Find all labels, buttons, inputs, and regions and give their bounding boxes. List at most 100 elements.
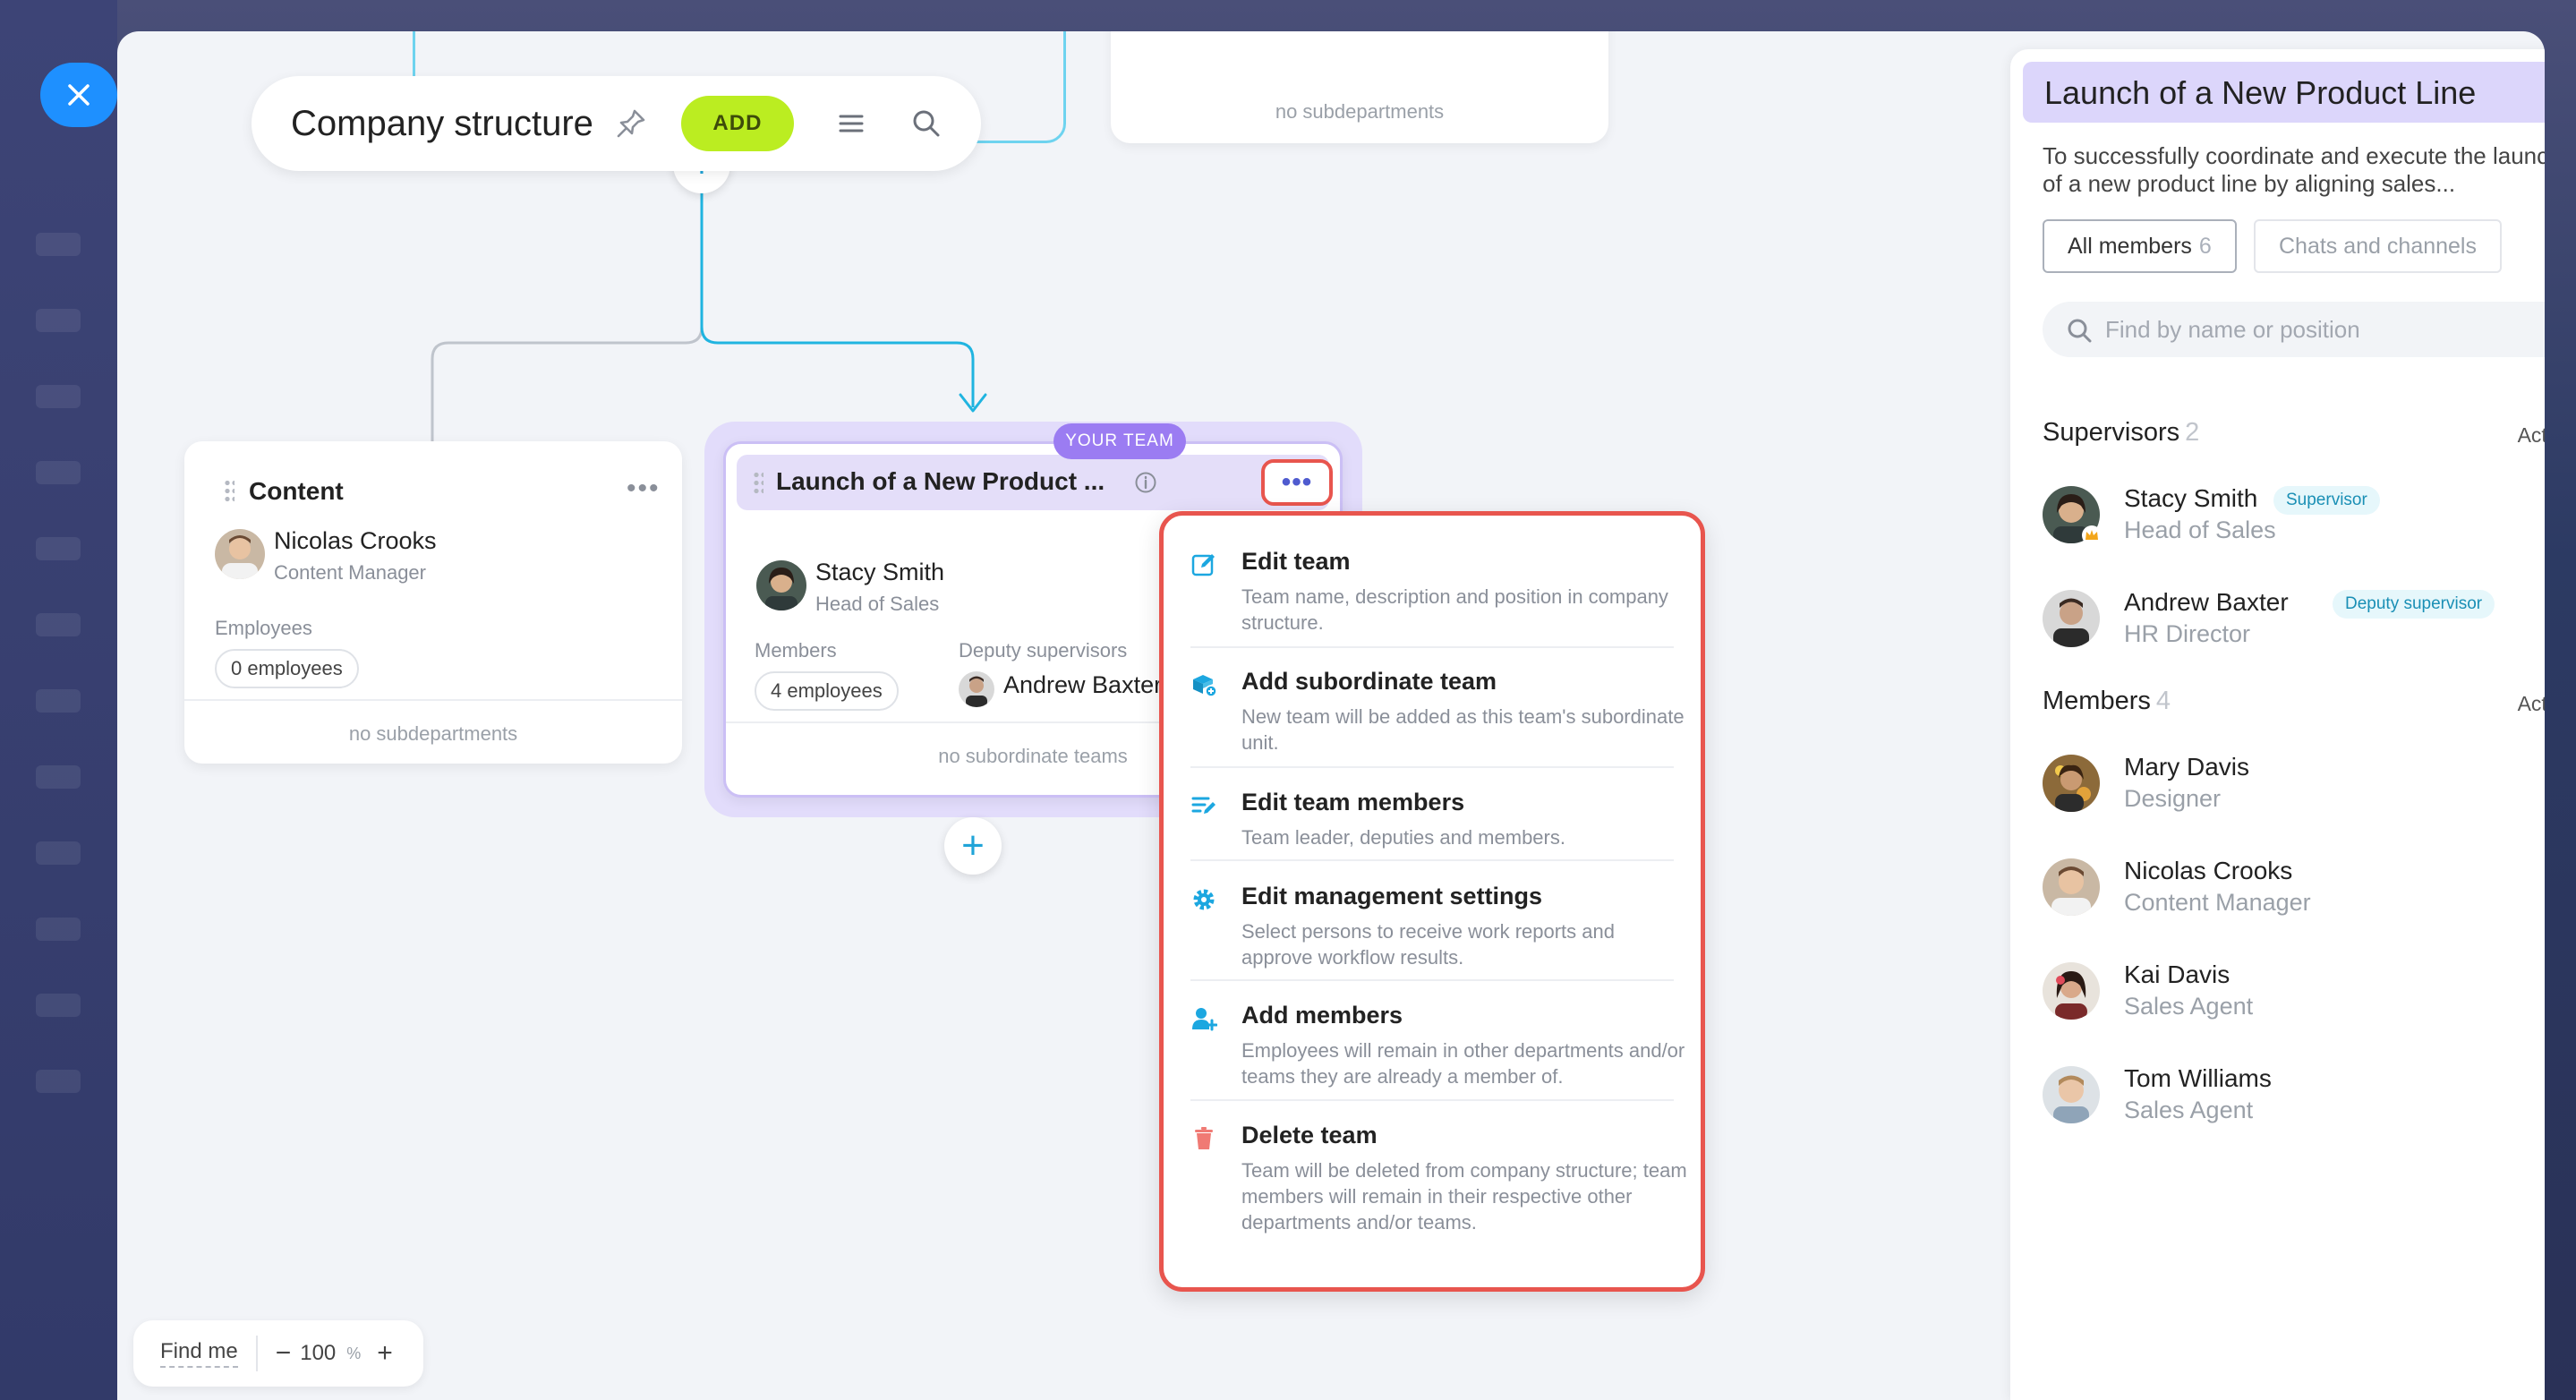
supervisor-name[interactable]: Andrew Baxter (2124, 588, 2289, 616)
find-me-button[interactable]: Find me (160, 1339, 238, 1368)
trash-icon (1195, 1127, 1213, 1149)
actions-label: Actions (2517, 423, 2545, 447)
your-team-badge: YOUR TEAM (1053, 423, 1186, 459)
menu-item-label: Edit team (1241, 548, 1351, 575)
add-below-team-button[interactable]: + (944, 817, 1002, 875)
menu-item-add-subordinate-team[interactable]: Add subordinate team New team will be ad… (1190, 668, 1685, 757)
member-name[interactable]: Tom Williams (2124, 1064, 2272, 1092)
team-detail-panel: Launch of a New Product Line ••• To succ… (2010, 49, 2545, 1400)
member-search (2043, 302, 2545, 357)
zoom-out-button[interactable]: − (275, 1338, 292, 1368)
sidebar-ghost-item (36, 309, 81, 332)
close-button[interactable] (40, 63, 117, 127)
background-sidebar (0, 0, 117, 1400)
tab-chats-and-channels[interactable]: Chats and channels (2254, 219, 2502, 273)
supervisors-actions-dropdown[interactable]: Actions (2518, 423, 2545, 448)
menu-item-description: Team leader, deputies and members. (1241, 826, 1565, 849)
tab-all-members[interactable]: All members 6 (2043, 219, 2237, 273)
members-actions-dropdown[interactable]: Actions (2518, 692, 2545, 716)
menu-divider (1190, 766, 1674, 768)
menu-item-edit-management-settings[interactable]: Edit management settings Select persons … (1190, 883, 1674, 972)
department-title: Content (249, 477, 344, 505)
sidebar-ghost-item (36, 765, 81, 789)
head-role: Head of Sales (815, 593, 940, 615)
member-name[interactable]: Mary Davis (2124, 753, 2250, 781)
drag-handle-icon[interactable] (224, 479, 235, 502)
supervisor-name[interactable]: Stacy Smith (2124, 484, 2258, 512)
supervisor-badge: Supervisor (2273, 486, 2380, 515)
section-title-text: Supervisors (2043, 418, 2180, 447)
menu-item-description: Select persons to receive work reports a… (1241, 920, 1615, 969)
menu-item-label: Add subordinate team (1241, 668, 1497, 695)
menu-item-description: Employees will remain in other departmen… (1241, 1039, 1685, 1088)
deputy-name: Andrew Baxter (1003, 671, 1163, 698)
edit-icon (1191, 554, 1215, 576)
menu-item-add-members[interactable]: Add members Employees will remain in oth… (1190, 1002, 1685, 1091)
page-header: Company structure ADD (252, 76, 981, 171)
list-view-icon[interactable] (833, 106, 869, 141)
sidebar-ghost-item (36, 841, 81, 865)
drag-handle-icon[interactable] (753, 471, 763, 494)
deputy-label: Deputy supervisors (959, 639, 1128, 662)
member-search-input[interactable] (2105, 302, 2545, 357)
member-role: Designer (2124, 785, 2222, 812)
zoom-divider (255, 1336, 258, 1371)
card-divider (726, 721, 1340, 723)
supervisor-badge: Deputy supervisor (2333, 590, 2495, 619)
menu-item-delete-team[interactable]: Delete team Team will be deleted from co… (1190, 1122, 1687, 1238)
head-name: Stacy Smith (815, 559, 945, 585)
panel-title: Launch of a New Product Line (2044, 74, 2477, 111)
card-footnote: no subdepartments (348, 722, 518, 745)
avatar (756, 560, 806, 610)
sidebar-ghost-item (36, 613, 81, 636)
card-footnote: no subordinate teams (938, 745, 1128, 767)
member-name[interactable]: Nicolas Crooks (2124, 857, 2293, 884)
avatar[interactable] (2043, 590, 2100, 647)
panel-header: Launch of a New Product Line ••• (2023, 62, 2545, 123)
menu-item-label: Edit management settings (1241, 883, 1543, 909)
add-user-icon (1192, 1008, 1217, 1031)
zoom-in-button[interactable]: + (377, 1338, 393, 1368)
tab-count: 6 (2198, 233, 2212, 259)
gear-icon (1193, 889, 1215, 910)
employees-count-pill[interactable]: 0 employees (215, 649, 359, 688)
menu-item-label: Delete team (1241, 1122, 1378, 1148)
actions-label: Actions (2517, 692, 2545, 715)
add-button[interactable]: ADD (680, 96, 794, 151)
search-icon[interactable] (908, 106, 944, 141)
avatar (215, 529, 265, 579)
sibling-department-card[interactable]: no subdepartments (1111, 31, 1608, 143)
pin-icon[interactable] (613, 106, 649, 141)
menu-item-label: Add members (1241, 1002, 1403, 1029)
head-name: Nicolas Crooks (274, 527, 437, 554)
card-divider (184, 699, 682, 701)
menu-item-edit-team-members[interactable]: Edit team members Team leader, deputies … (1190, 789, 1674, 851)
member-role: Sales Agent (2124, 1097, 2254, 1123)
member-name[interactable]: Kai Davis (2124, 960, 2231, 988)
team-description: To successfully coordinate and execute t… (2043, 142, 2545, 197)
menu-item-label: Edit team members (1241, 789, 1465, 815)
section-count: 2 (2185, 418, 2200, 447)
department-more-button[interactable]: ••• (627, 474, 661, 503)
avatar[interactable] (2043, 755, 2100, 812)
member-role: Sales Agent (2124, 993, 2254, 1020)
menu-item-description: New team will be added as this team's su… (1241, 705, 1685, 754)
sidebar-ghost-item (36, 233, 81, 256)
zoom-value: 100 (300, 1341, 337, 1365)
menu-item-edit-team[interactable]: Edit team Team name, description and pos… (1190, 548, 1674, 637)
sidebar-ghost-item (36, 994, 81, 1017)
avatar[interactable] (2043, 1066, 2100, 1123)
info-icon[interactable] (1134, 471, 1157, 494)
member-role: Content Manager (2124, 889, 2311, 916)
edit-list-icon (1191, 797, 1215, 814)
avatar[interactable] (2043, 962, 2100, 1020)
add-team-icon (1193, 675, 1217, 697)
members-count-pill[interactable]: 4 employees (755, 671, 899, 711)
team-more-button[interactable]: ••• (1261, 459, 1333, 506)
tab-label: Chats and channels (2279, 233, 2477, 259)
avatar (959, 671, 994, 707)
supervisor-role: Head of Sales (2124, 516, 2276, 543)
avatar[interactable] (2043, 858, 2100, 916)
department-card-content[interactable]: Content ••• Nicolas Crooks Content Manag… (184, 441, 682, 764)
